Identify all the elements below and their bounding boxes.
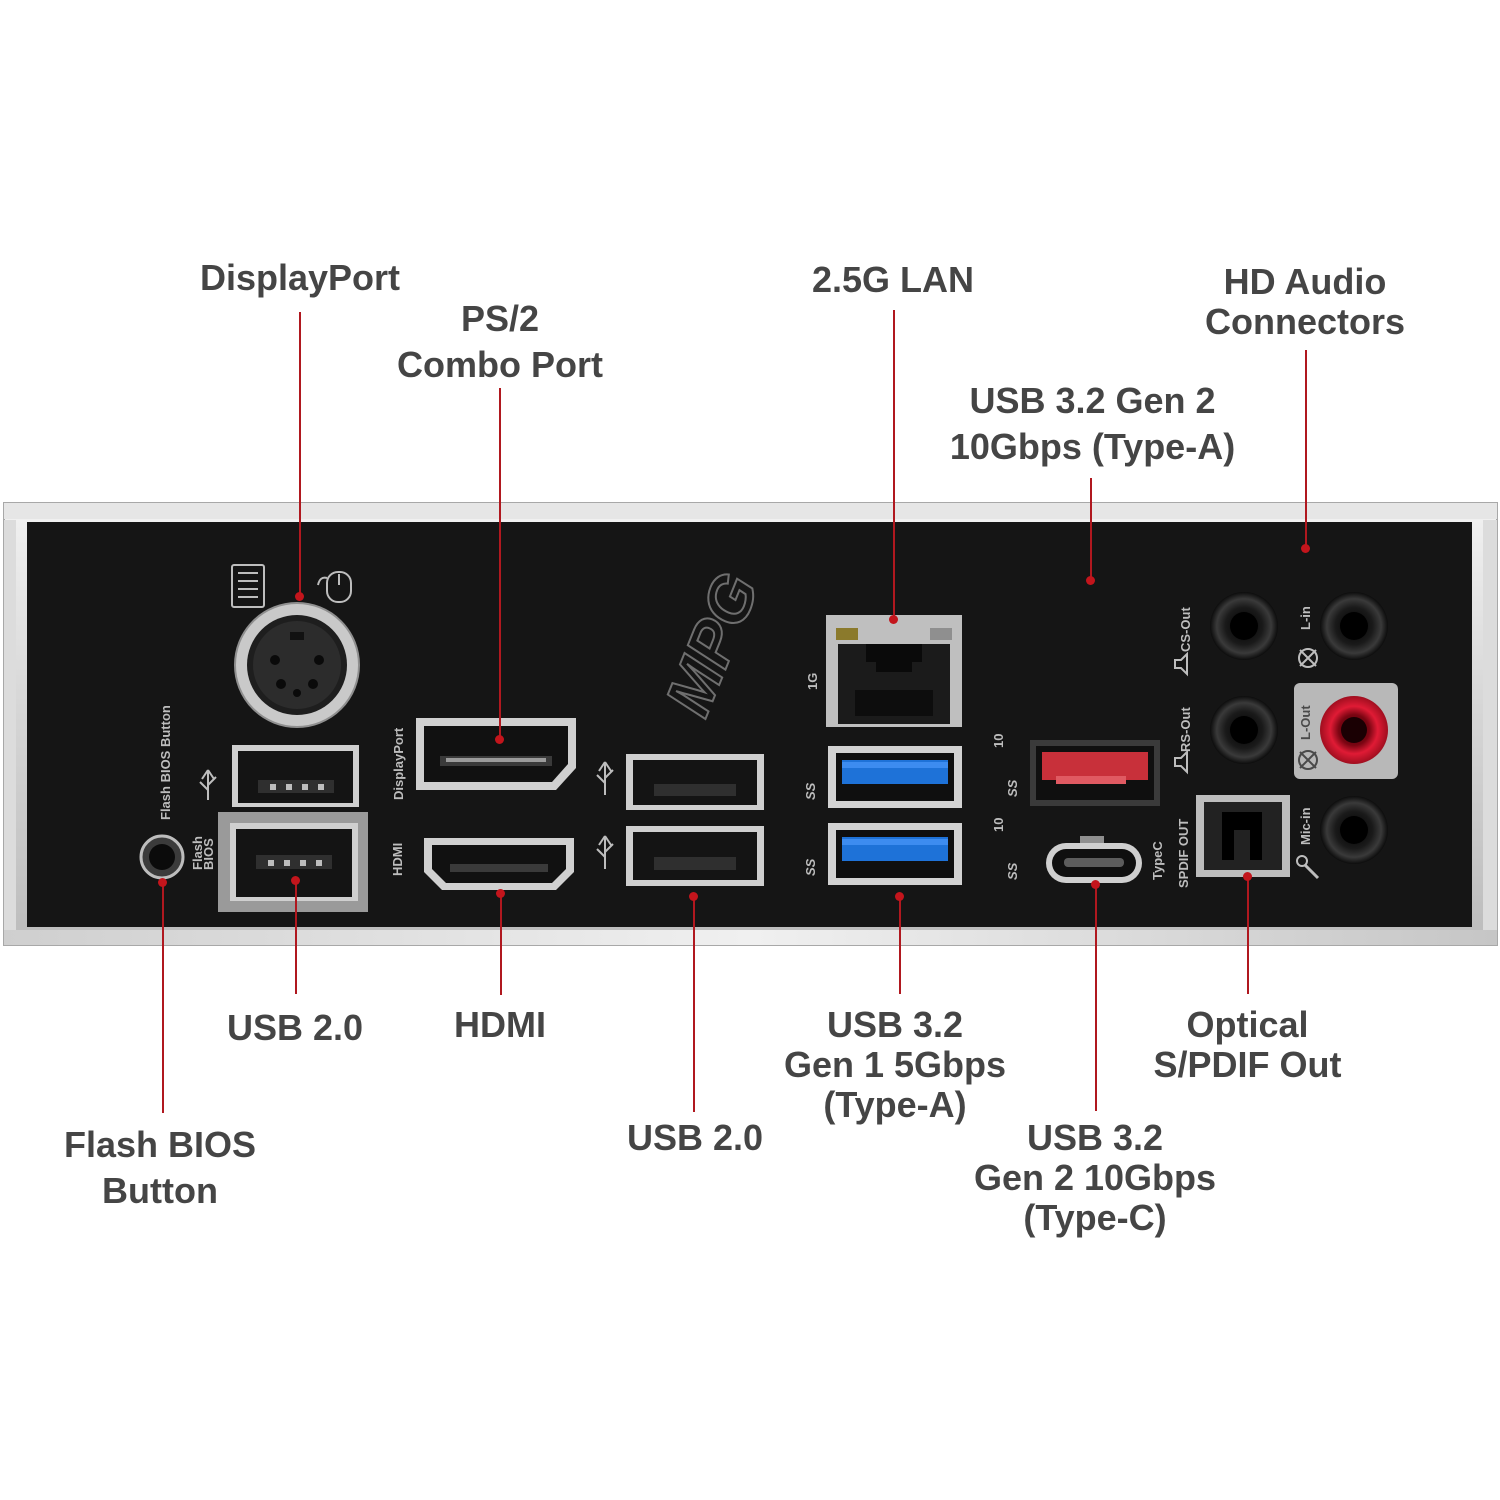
leader-hdmi xyxy=(500,893,502,995)
lan-port[interactable] xyxy=(826,615,962,727)
ss-symbol-icon-blue-bottom: SS xyxy=(803,858,818,876)
speaker-icon-rs xyxy=(1174,749,1188,775)
usb-symbol-icon-mid-bottom xyxy=(596,835,614,869)
optical-spdif-port[interactable] xyxy=(1196,795,1290,877)
leader-dot-flash-bios xyxy=(158,878,167,887)
label-hd-audio: HD Audio Connectors xyxy=(1204,261,1406,342)
label-flash-bios: Flash BIOS Button xyxy=(63,1124,257,1211)
mouse-icon xyxy=(317,571,352,603)
usb20-port-left-bottom[interactable] xyxy=(218,812,368,912)
leader-dot-audio xyxy=(1301,544,1310,553)
label-usb32-gen1: USB 3.2 Gen 1 5Gbps (Type-A) xyxy=(783,1004,1007,1125)
flash-bios-button[interactable] xyxy=(139,834,185,880)
leader-usb20-mid xyxy=(693,897,695,1112)
leader-dot-usb32-gen1 xyxy=(895,892,904,901)
audio-jack-cs-out[interactable] xyxy=(1210,592,1278,660)
leader-displayport xyxy=(299,312,301,596)
hdmi-port[interactable] xyxy=(424,838,574,890)
spdif-vertical-label: SPDIF OUT xyxy=(1176,819,1191,888)
leader-dot-usb-gen2-a xyxy=(1086,576,1095,585)
usb32-gen1-port-top[interactable] xyxy=(828,746,962,808)
ss10-symbol-icon-top: SS 10 xyxy=(991,734,1020,797)
leader-lan xyxy=(893,310,895,620)
leader-dot-displayport xyxy=(295,592,304,601)
usb32-gen2-typea-port[interactable] xyxy=(1030,740,1160,806)
leader-dot-lan xyxy=(889,615,898,624)
mic-in-label: Mic-in xyxy=(1298,807,1313,845)
svg-text:SS: SS xyxy=(803,858,818,876)
label-ps2-combo: PS/2 Combo Port xyxy=(397,298,603,385)
usb20-port-mid-top[interactable] xyxy=(626,754,764,810)
keyboard-icon xyxy=(231,564,265,608)
leader-usb-gen2-a xyxy=(1090,478,1092,580)
label-displayport: DisplayPort xyxy=(199,257,401,298)
l-in-label: L-in xyxy=(1298,606,1313,630)
leader-dot-optical xyxy=(1243,872,1252,881)
leader-optical xyxy=(1247,877,1249,994)
label-optical: Optical S/PDIF Out xyxy=(1153,1004,1342,1085)
leader-audio xyxy=(1305,350,1307,548)
leader-usb20-left xyxy=(295,880,297,994)
flash-small-label-2: BIOS xyxy=(201,838,216,870)
audio-jack-mic-in[interactable] xyxy=(1320,796,1388,864)
leader-usb-gen2-c xyxy=(1095,885,1097,1111)
leader-dot-usb-gen2-c xyxy=(1091,880,1100,889)
wave-icon-l-in xyxy=(1298,648,1318,668)
label-lan: 2.5G LAN xyxy=(811,259,975,300)
leader-dot-ps2 xyxy=(495,735,504,744)
flash-bios-vertical-label: Flash BIOS Button xyxy=(158,705,173,820)
l-out-label: L-Out xyxy=(1298,705,1313,740)
leader-usb32-gen1 xyxy=(899,897,901,994)
displayport-vertical-label: DisplayPort xyxy=(391,727,406,800)
audio-jack-rs-out[interactable] xyxy=(1210,696,1278,764)
cs-out-label: CS-Out xyxy=(1178,607,1193,652)
svg-text:SS: SS xyxy=(1005,862,1020,880)
ps2-port[interactable] xyxy=(234,602,360,728)
label-usb20-left: USB 2.0 xyxy=(226,1007,364,1048)
usb-symbol-icon-mid-top xyxy=(596,761,614,795)
displayport-port[interactable] xyxy=(416,718,576,790)
ss10-symbol-icon-bottom: SS 10 xyxy=(991,818,1020,880)
microphone-icon xyxy=(1296,855,1320,880)
label-usb20-mid: USB 2.0 xyxy=(626,1117,764,1158)
leader-dot-usb20-mid xyxy=(689,892,698,901)
svg-text:10: 10 xyxy=(991,818,1006,832)
svg-text:10: 10 xyxy=(991,734,1006,748)
usb32-gen1-port-bottom[interactable] xyxy=(828,823,962,885)
wave-icon-l-out xyxy=(1298,750,1318,770)
usb20-port-left-top[interactable] xyxy=(232,745,359,807)
svg-text:SS: SS xyxy=(1005,779,1020,797)
usb32-gen2-typec-port[interactable] xyxy=(1046,836,1142,883)
usb20-port-mid-bottom[interactable] xyxy=(626,826,764,886)
label-usb-gen2-typea: USB 3.2 Gen 2 10Gbps (Type-A) xyxy=(949,380,1236,467)
svg-text:SS: SS xyxy=(803,782,818,800)
leader-dot-usb20-left xyxy=(291,876,300,885)
lan-speed-label: 1G xyxy=(805,673,820,690)
leader-dot-hdmi xyxy=(496,889,505,898)
label-usb-gen2-typec: USB 3.2 Gen 2 10Gbps (Type-C) xyxy=(973,1117,1217,1238)
leader-flash-bios xyxy=(162,883,164,1113)
audio-jack-l-out[interactable] xyxy=(1320,696,1388,764)
typec-vertical-label: TypeC xyxy=(1150,841,1165,880)
ss-symbol-icon-blue-top: SS xyxy=(803,782,818,800)
speaker-icon-cs xyxy=(1174,651,1188,677)
audio-jack-l-in[interactable] xyxy=(1320,592,1388,660)
hdmi-vertical-label: HDMI xyxy=(390,843,405,876)
flash-small-label-1: Flash xyxy=(190,836,205,870)
usb-symbol-icon-left xyxy=(199,769,217,800)
rs-out-label: RS-Out xyxy=(1178,707,1193,752)
label-hdmi: HDMI xyxy=(454,1004,546,1045)
leader-ps2 xyxy=(499,388,501,740)
